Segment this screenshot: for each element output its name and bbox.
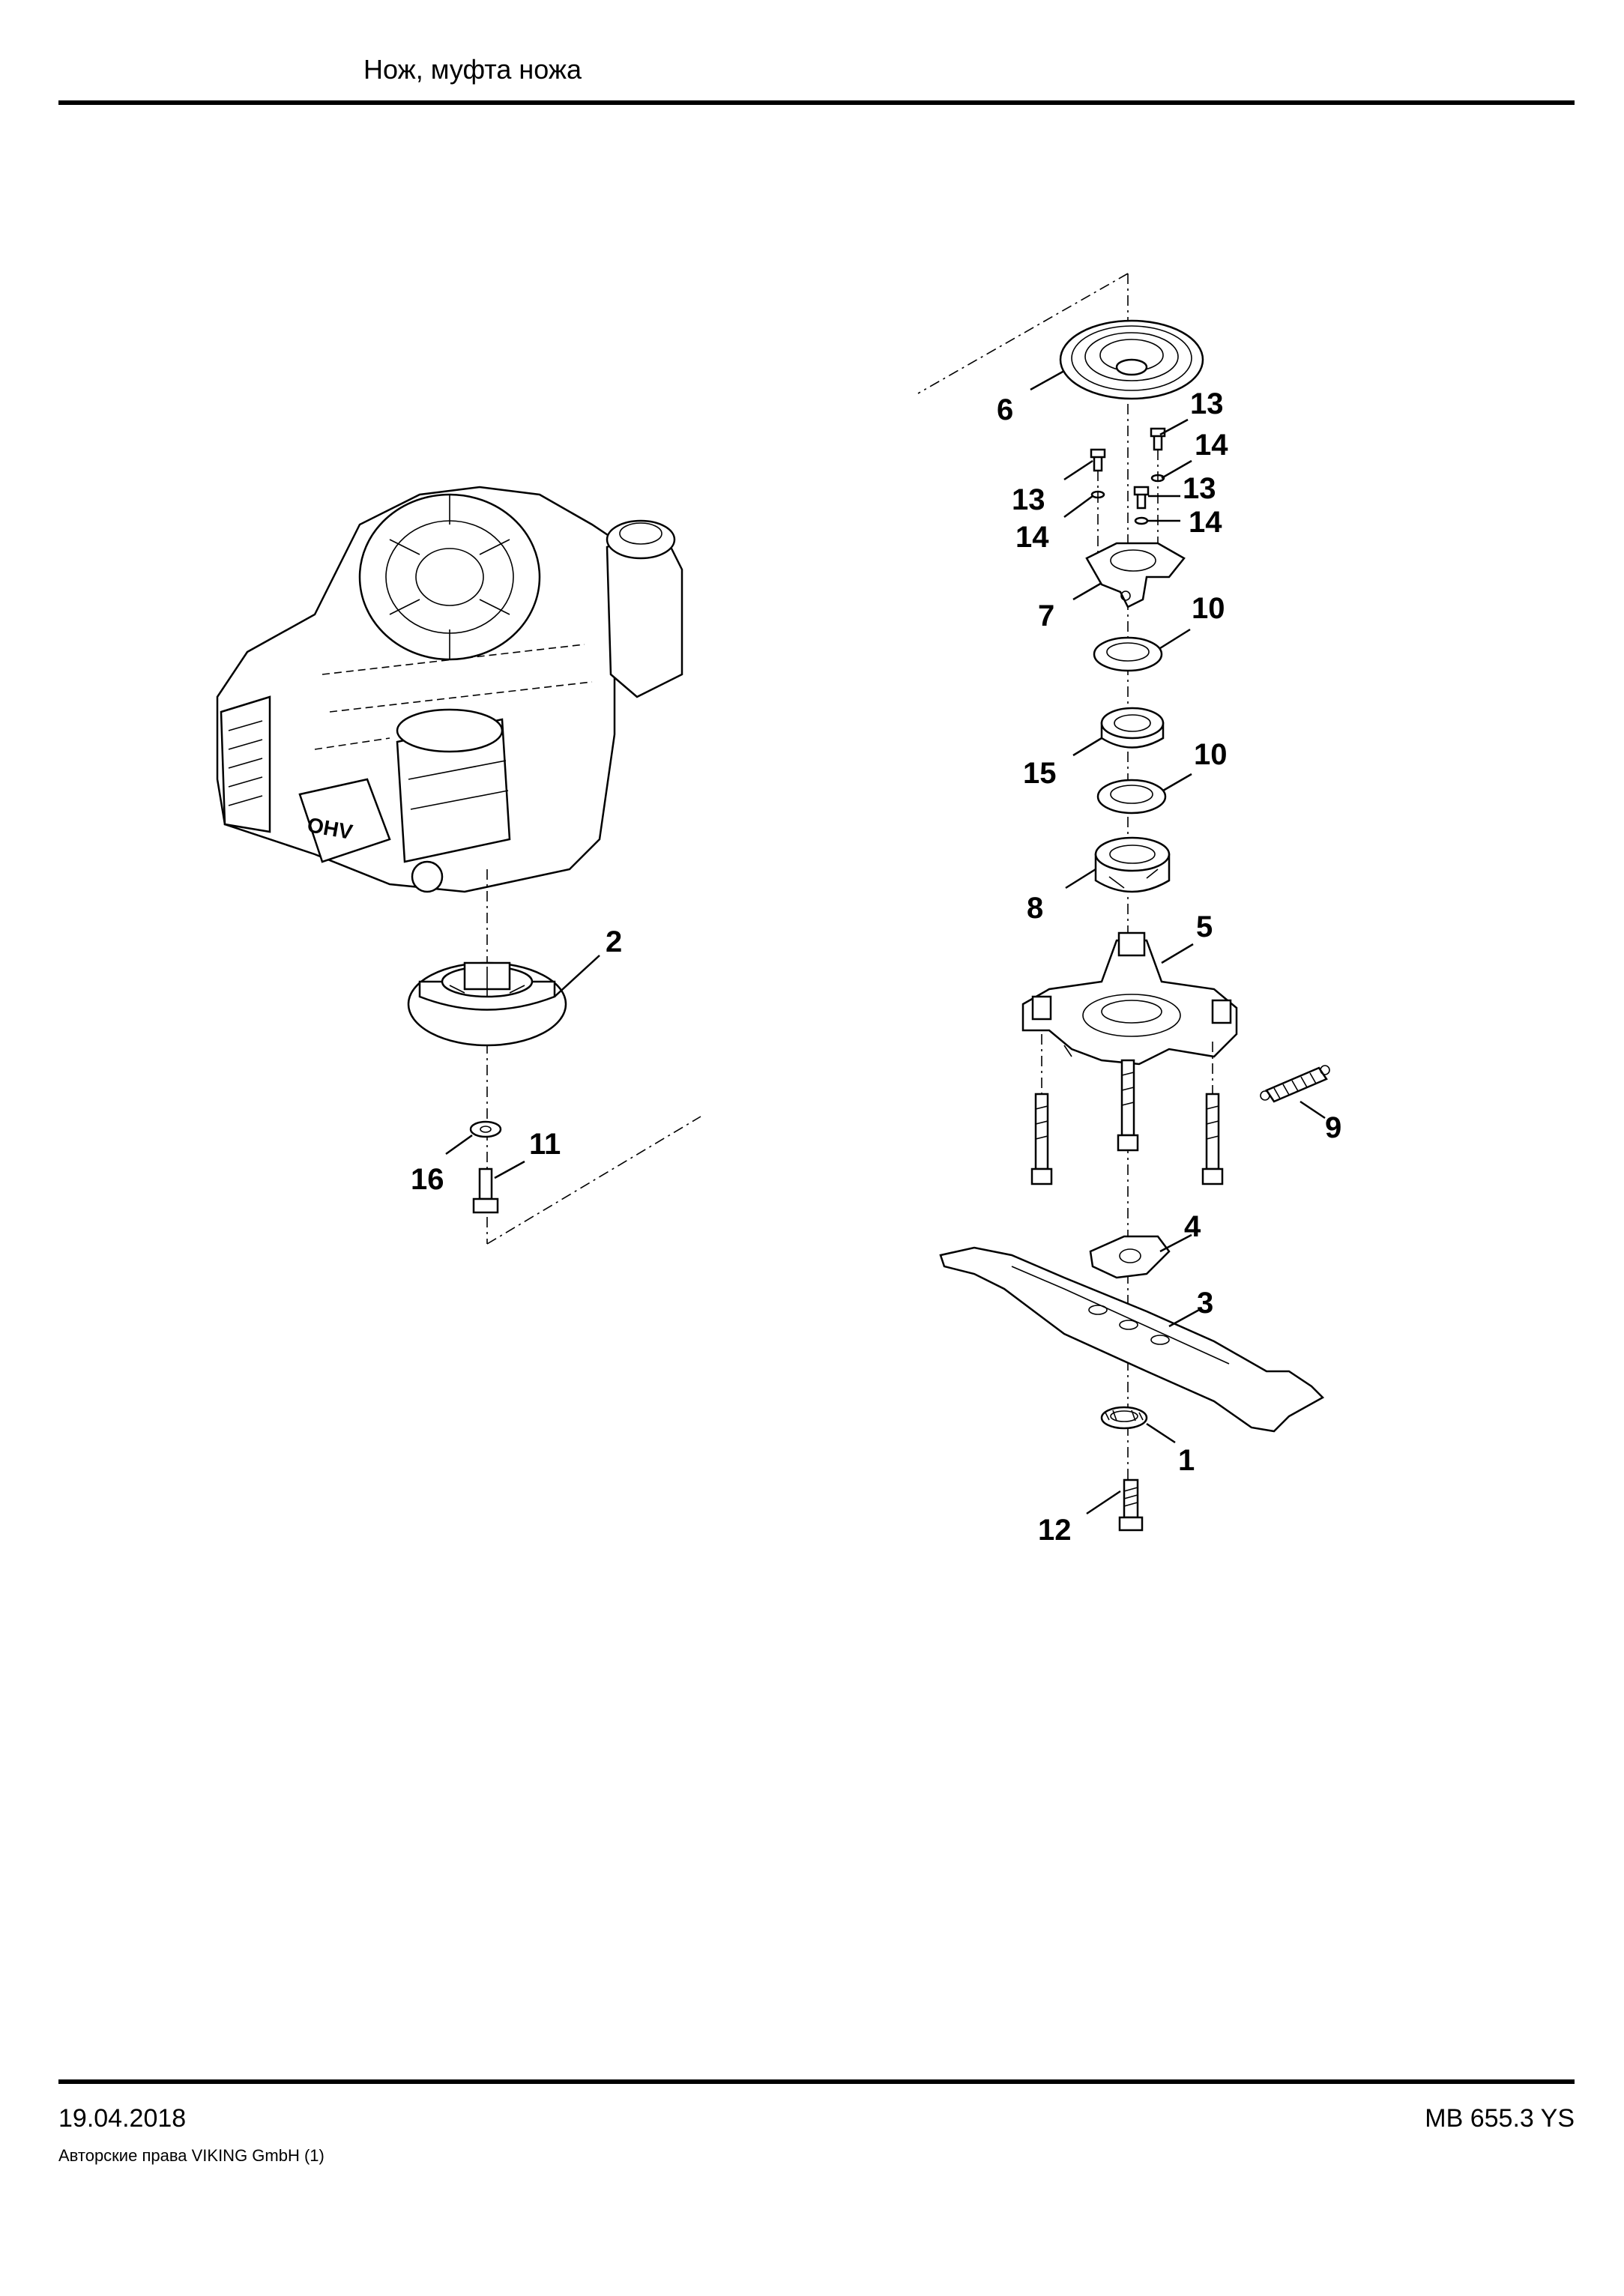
part-10-ring-lower bbox=[1096, 779, 1167, 815]
part-6-disc bbox=[1059, 319, 1204, 400]
header-divider bbox=[58, 100, 1575, 105]
callout-13-top: 13 bbox=[1190, 387, 1224, 420]
footer-date: 19.04.2018 bbox=[58, 2104, 187, 2133]
part-2-blade-hub bbox=[407, 961, 567, 1047]
callout-1: 1 bbox=[1178, 1444, 1195, 1477]
part-15-bearing bbox=[1100, 707, 1165, 749]
part-5-flange-housing bbox=[1021, 931, 1238, 1069]
page-title: Нож, муфта ножа bbox=[363, 54, 582, 85]
part-13-screws bbox=[1090, 427, 1166, 510]
callout-12: 12 bbox=[1038, 1514, 1072, 1547]
callout-13-right: 13 bbox=[1183, 472, 1216, 505]
part-11-bolt bbox=[472, 1167, 499, 1214]
part-8-coupling bbox=[1094, 836, 1171, 893]
housing-bolts bbox=[1030, 1034, 1224, 1185]
part-12-bolt bbox=[1118, 1478, 1144, 1532]
callout-2: 2 bbox=[606, 925, 622, 958]
footer-divider bbox=[58, 2079, 1575, 2084]
callout-9: 9 bbox=[1325, 1111, 1341, 1144]
footer-copyright: Авторские права VIKING GmbH (1) bbox=[58, 2146, 325, 2165]
footer-model: MB 655.3 YS bbox=[1425, 2104, 1575, 2133]
callout-10-upper: 10 bbox=[1192, 592, 1225, 625]
callout-6: 6 bbox=[997, 393, 1013, 426]
callout-4: 4 bbox=[1184, 1210, 1201, 1243]
part-16-washer bbox=[469, 1120, 502, 1138]
callout-14-right: 14 bbox=[1189, 506, 1222, 539]
callout-14-top: 14 bbox=[1195, 429, 1228, 462]
part-9-spring bbox=[1260, 1065, 1330, 1103]
part-10-ring-upper bbox=[1093, 636, 1163, 672]
part-1-serrated-washer bbox=[1100, 1406, 1148, 1430]
callout-10-lower: 10 bbox=[1194, 738, 1228, 771]
callout-8: 8 bbox=[1027, 892, 1043, 925]
part-3-blade bbox=[939, 1246, 1325, 1433]
part-7-bracket bbox=[1085, 542, 1186, 608]
engine-illustration: OHV bbox=[216, 486, 683, 893]
callout-16: 16 bbox=[411, 1163, 444, 1196]
callout-7: 7 bbox=[1038, 599, 1054, 632]
callout-11: 11 bbox=[529, 1128, 561, 1161]
part-4-blade-adaptor bbox=[1089, 1235, 1171, 1279]
callout-15: 15 bbox=[1023, 757, 1057, 790]
callout-13-left: 13 bbox=[1012, 483, 1045, 516]
callout-3: 3 bbox=[1197, 1287, 1213, 1320]
callout-5: 5 bbox=[1196, 910, 1213, 943]
callout-14-left: 14 bbox=[1015, 521, 1049, 554]
